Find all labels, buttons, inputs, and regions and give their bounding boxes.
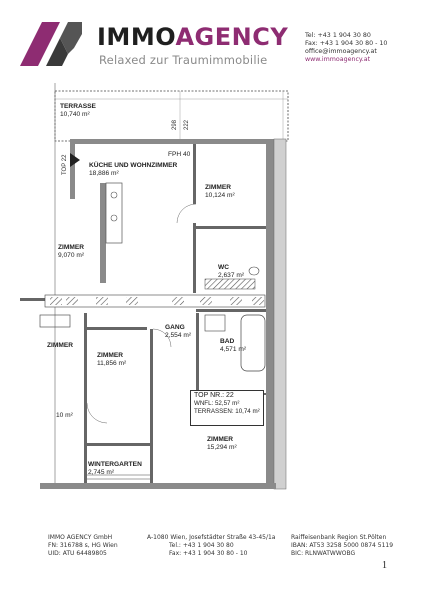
footer-bank-line: Raiffeisenbank Region St.Pölten (291, 534, 387, 541)
footer-bank: Raiffeisenbank Region St.Pölten IBAN: AT… (291, 534, 393, 558)
footer-company-line: FN: 316788 s, HG Wien (48, 542, 118, 550)
room-zimmer-1: ZIMMER 10,124 m² (205, 184, 235, 200)
footer-company-line: UID: ATU 64489805 (48, 550, 107, 558)
room-area: 4,571 m² (220, 346, 247, 353)
room-area: 18,886 m² (89, 170, 119, 177)
room-name: ZIMMER (47, 342, 74, 349)
room-bad: BAD 4,571 m² (220, 338, 246, 354)
floor-plan: TERRASSE 10,740 m² KÜCHE UND WOHNZIMMER … (0, 83, 424, 523)
room-area: 2,745 m² (88, 469, 115, 476)
room-gang: GANG 2,554 m² (165, 324, 191, 340)
room-area: 10,124 m² (205, 192, 235, 199)
room-name: GANG (165, 324, 185, 331)
room-area: 11,856 m² (97, 360, 127, 367)
room-terrasse: TERRASSE 10,740 m² (60, 103, 96, 119)
dimension-label-2: 222 (184, 119, 190, 130)
footer-company-line: IMMO AGENCY GmbH (48, 534, 113, 541)
partial-area-label: 10 m² (56, 412, 73, 419)
room-area: 9,070 m² (58, 252, 85, 259)
brand-name: IMMOAGENCY (97, 23, 288, 51)
room-area: 2,554 m² (165, 332, 192, 339)
footer-bank-line: BIC: RLNWATWWOBG (291, 550, 356, 558)
room-name: WINTERGARTEN (88, 461, 142, 468)
room-wintergarten: WINTERGARTEN 2,745 m² (88, 461, 142, 477)
contact-block: Tel: +43 1 904 30 80 Fax: +43 1 904 30 8… (305, 32, 387, 64)
footer-bank-line: IBAN: AT53 3258 5000 0874 5119 (291, 542, 394, 550)
contact-email[interactable]: office@immoagency.at (305, 48, 377, 56)
brand-part1: IMMO (97, 23, 176, 51)
brand-part2: AGENCY (175, 23, 289, 51)
floor-plan-drawing (20, 83, 289, 490)
room-name: ZIMMER (207, 436, 234, 443)
room-name: ZIMMER (205, 184, 232, 191)
room-name: BAD (220, 338, 235, 345)
contact-website[interactable]: www.immoagency.at (305, 56, 371, 64)
contact-phone: Tel: +43 1 904 30 80 (305, 32, 371, 39)
room-name: KÜCHE UND WOHNZIMMER (89, 162, 178, 169)
footer-address-line: Tel.: +43 1 904 30 80 (169, 542, 234, 550)
dimension-label-1: 298 (172, 119, 178, 130)
tagline: Relaxed zur Traumimmobilie (99, 53, 268, 67)
fph-label: FPH 40 (168, 151, 191, 158)
page-number: 1 (382, 560, 387, 571)
room-area: 2,637 m² (218, 272, 245, 279)
contact-fax: Fax: +43 1 904 30 80 - 10 (305, 40, 388, 48)
top-side-label: TOP 22 (62, 154, 68, 175)
room-name: TERRASSE (60, 103, 96, 110)
unit-terrassen: TERRASSEN: 10,74 m² (194, 408, 260, 415)
room-name: WC (218, 264, 229, 271)
room-zimmer-3: ZIMMER 11,856 m² (97, 352, 126, 368)
room-area: 15,294 m² (207, 444, 237, 451)
unit-number: TOP NR.: 22 (194, 392, 234, 399)
footer-address-line: A-1080 Wien, Josefstädter Straße 43-45/1… (147, 534, 276, 541)
room-area: 10,740 m² (60, 111, 90, 118)
room-kueche-wohnzimmer: KÜCHE UND WOHNZIMMER 18,886 m² (89, 162, 177, 178)
room-name: ZIMMER (58, 244, 85, 251)
footer-address: A-1080 Wien, Josefstädter Straße 43-45/1… (147, 534, 275, 558)
room-wc: WC 2,637 m² (218, 264, 244, 280)
footer-company: IMMO AGENCY GmbH FN: 316788 s, HG Wien U… (48, 534, 118, 558)
footer-address-line: Fax: +43 1 904 30 80 - 10 (169, 550, 248, 558)
immoagency-logo-icon (20, 22, 82, 66)
room-zimmer-4: ZIMMER 15,294 m² (207, 436, 237, 452)
unit-info-box: TOP NR.: 22 WNFL: 52,57 m² TERRASSEN: 10… (190, 390, 264, 426)
unit-wnfl: WNFL: 52,57 m² (194, 400, 240, 407)
room-zimmer-2: ZIMMER 9,070 m² (58, 244, 84, 260)
room-name: ZIMMER (97, 352, 124, 359)
room-zimmer-5: ZIMMER (47, 342, 73, 350)
